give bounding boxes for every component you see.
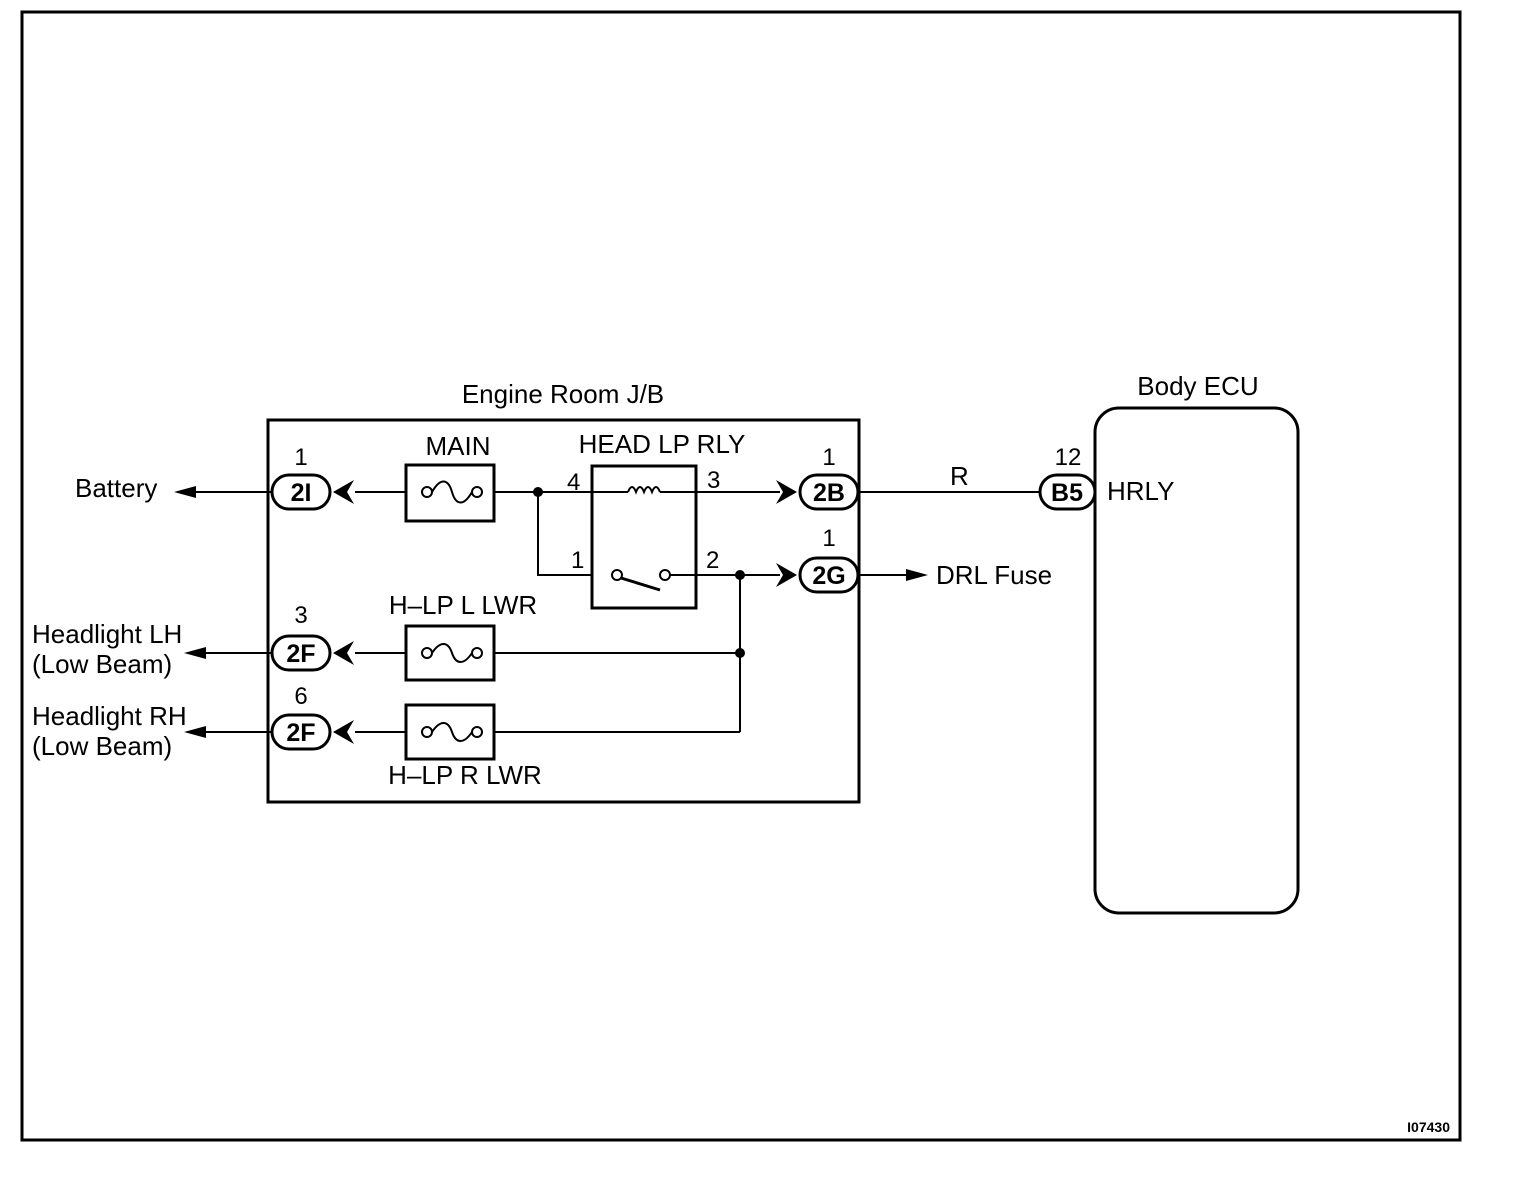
wire-color-label: R [950,461,969,491]
connector-2g: 2G [776,556,860,594]
connector-2i: 2I [270,473,354,511]
main-fuse-icon [421,480,483,504]
arrow-headlight-rh [184,726,206,738]
headlight-rh-label: Headlight RH [32,701,187,731]
connector-2f-left: 2F [270,634,354,672]
arrow-headlight-lh [184,647,206,659]
connector-2b-id: 2B [813,479,845,507]
headlight-lh-sublabel: (Low Beam) [32,649,172,679]
connector-2f-right-id: 2F [286,719,315,747]
relay-pin-1: 1 [571,547,584,574]
fuse-lo-left-icon [421,643,483,663]
drl-fuse-label: DRL Fuse [936,560,1052,590]
connector-2f-right: 2F [270,713,354,751]
main-fuse-label: MAIN [426,431,491,461]
connector-2f-right-pin: 6 [294,683,307,710]
connector-2g-id: 2G [812,562,845,590]
connector-2g-pin: 1 [822,525,835,552]
connector-2i-id: 2I [291,479,312,507]
relay-pin-2: 2 [706,547,719,574]
connector-2i-pin: 1 [294,444,307,471]
figure-id: I07430 [1407,1119,1450,1135]
ecu-terminal-label: HRLY [1107,476,1174,506]
connector-2b: 2B [776,473,860,511]
outer-frame [20,10,1462,1142]
connector-b5-id: B5 [1051,479,1083,507]
relay-coil-icon [592,486,696,495]
connector-2f-left-pin: 3 [294,602,307,629]
junction-block-box [266,418,861,804]
body-ecu-box [1093,406,1300,915]
relay-box [590,464,698,610]
headlight-rh-sublabel: (Low Beam) [32,731,172,761]
wire-junction-pin1 [537,492,612,576]
connector-2f-left-id: 2F [286,640,315,668]
connector-2b-pin: 1 [822,444,835,471]
body-ecu-label: Body ECU [1137,371,1258,401]
headlight-lh-label: Headlight LH [32,619,182,649]
junction-block-label: Engine Room J/B [462,379,664,409]
fuse-lo-right-label: H–LP R LWR [388,760,542,790]
fuse-lo-left-label: H–LP L LWR [389,590,537,620]
fuse-lo-right-icon [421,722,483,742]
connector-b5-pin: 12 [1055,444,1082,471]
battery-label: Battery [75,473,157,503]
arrow-battery [174,486,196,498]
arrow-drl [906,569,928,581]
connector-b5: B5 [1038,473,1097,511]
relay-label: HEAD LP RLY [579,429,746,459]
relay-switch-icon [611,569,696,592]
relay-pin-4: 4 [567,469,580,496]
relay-pin-3: 3 [707,467,720,494]
